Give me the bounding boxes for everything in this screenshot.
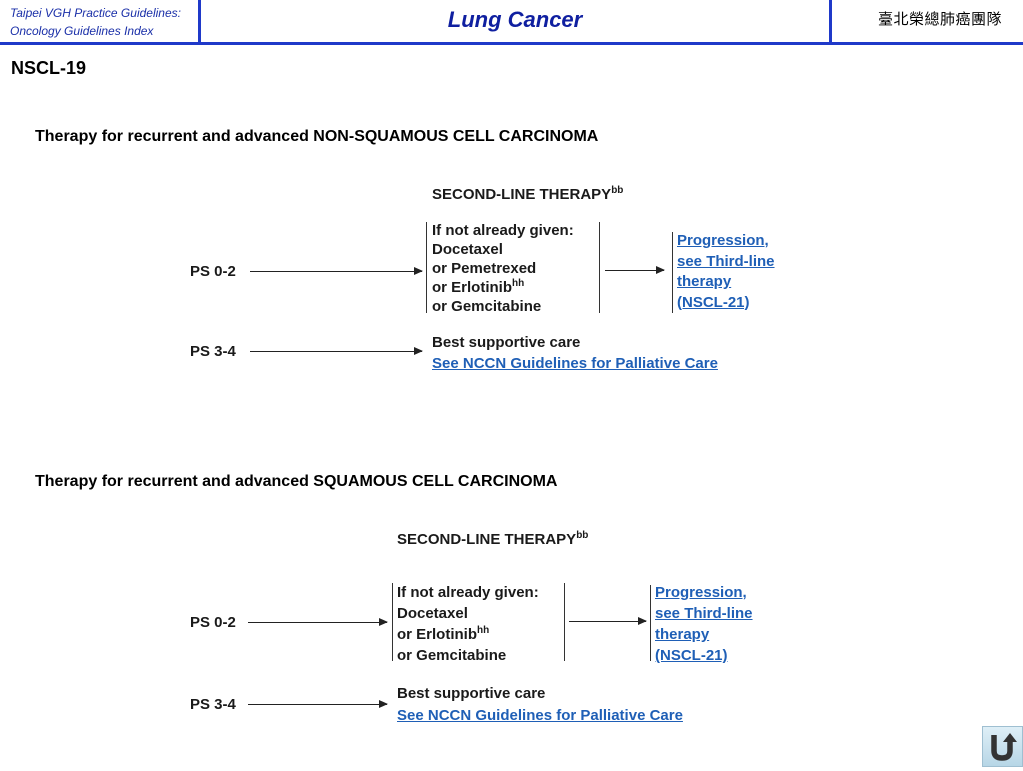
best-supportive-care: Best supportive care	[432, 334, 581, 351]
options-bracket-right	[599, 222, 600, 313]
section-title-non-squamous: Therapy for recurrent and advanced NON-S…	[35, 128, 599, 145]
arrow-ps02-to-options	[250, 267, 423, 275]
return-button[interactable]	[982, 726, 1023, 767]
progression-bracket	[672, 232, 673, 313]
second-line-heading: SECOND-LINE THERAPYbb	[432, 185, 624, 204]
header-org-line2[interactable]: Oncology Guidelines Index	[10, 24, 154, 38]
options-bracket-left	[426, 222, 427, 313]
ps-3-4-label: PS 3-4	[190, 696, 236, 713]
ps-3-4-label: PS 3-4	[190, 343, 236, 360]
header-divider-left	[198, 0, 201, 44]
progression-link[interactable]: Progression, see Third-line therapy (NSC…	[677, 232, 775, 311]
arrow-to-progression	[569, 617, 647, 625]
arrow-ps34-to-bsc	[248, 700, 388, 708]
header-underline	[0, 42, 1023, 45]
palliative-care-link[interactable]: See NCCN Guidelines for Palliative Care	[397, 707, 683, 724]
options-list: If not already given: Docetaxel or Erlot…	[397, 584, 539, 664]
options-bracket-left	[392, 583, 393, 661]
page-code: NSCL-19	[11, 58, 87, 78]
return-u-arrow-icon	[991, 733, 1017, 761]
page-title: Lung Cancer	[447, 7, 583, 32]
second-line-heading: SECOND-LINE THERAPYbb	[397, 530, 589, 549]
ps-0-2-label: PS 0-2	[190, 263, 236, 280]
header-divider-right	[829, 0, 832, 44]
arrow-to-progression	[605, 266, 665, 274]
ps-0-2-label: PS 0-2	[190, 614, 236, 631]
header-org-line1: Taipei VGH Practice Guidelines:	[10, 6, 181, 20]
section-title-squamous: Therapy for recurrent and advanced SQUAM…	[35, 473, 558, 490]
progression-bracket	[650, 585, 651, 661]
best-supportive-care: Best supportive care	[397, 685, 546, 702]
arrow-ps02-to-options	[248, 618, 388, 626]
options-bracket-right	[564, 583, 565, 661]
palliative-care-link[interactable]: See NCCN Guidelines for Palliative Care	[432, 355, 718, 372]
arrow-ps34-to-bsc	[250, 347, 423, 355]
header-team-name: 臺北榮總肺癌團隊	[878, 10, 1003, 28]
options-list: If not already given: Docetaxel or Pemet…	[432, 222, 574, 315]
progression-link[interactable]: Progression, see Third-line therapy (NSC…	[655, 584, 753, 664]
